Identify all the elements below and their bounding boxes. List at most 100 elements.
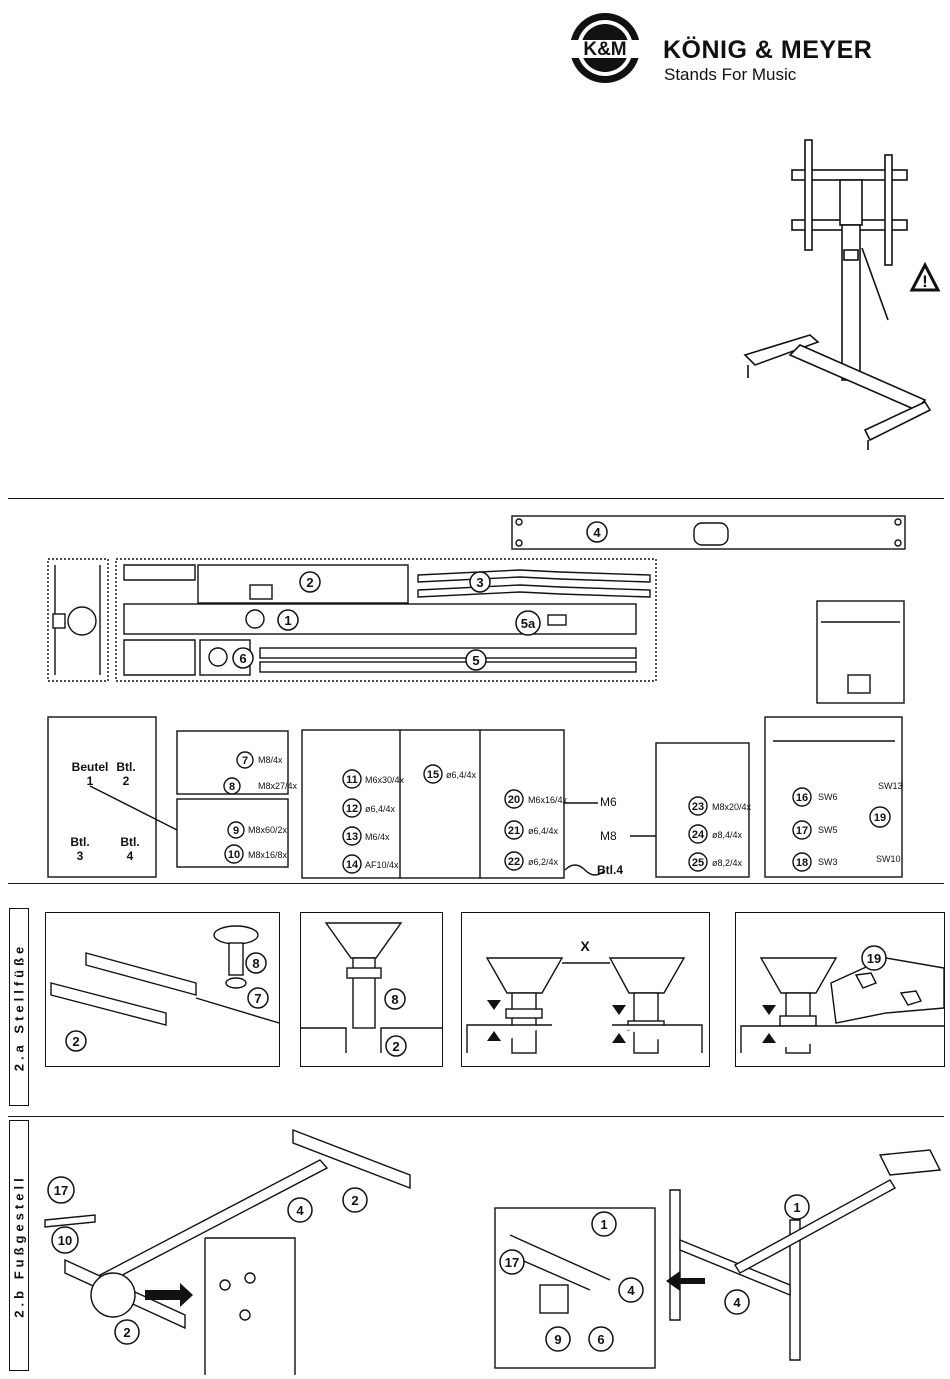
svg-text:2: 2 [306,575,313,590]
svg-text:7: 7 [242,755,248,767]
callout-12: 12 [342,798,362,818]
callout-1: 1 [277,609,299,631]
callout-11: 11 [342,769,362,789]
callout-2a-8b: 8 [391,992,398,1007]
svg-text:18: 18 [796,857,808,869]
distance-x-label: X [580,938,590,954]
callout-7: 7 [236,751,254,769]
svg-text:5: 5 [472,653,479,668]
bag-btl4-number: 4 [127,849,134,863]
callout-2b-1b: 1 [600,1217,607,1232]
svg-text:19: 19 [874,812,886,824]
callout-9: 9 [227,821,245,839]
svg-text:3: 3 [476,575,483,590]
callout-5a: 5a [515,610,541,636]
spec-12: ø6,4/4x [365,804,396,814]
callout-10: 10 [224,844,244,864]
svg-text:11: 11 [346,774,358,786]
svg-text:23: 23 [692,801,704,813]
spec-15: ø6,4/4x [446,770,477,780]
callout-2a-7: 7 [254,991,261,1006]
callout-8: 8 [223,777,241,795]
spec-9: M8x60/2x [248,825,288,835]
callout-13: 13 [342,826,362,846]
svg-text:20: 20 [508,794,520,806]
parts-overview: Beutel 1 Btl. 2 Btl. 3 Btl. 4 Btl.4 M6 M… [47,515,906,879]
bag-btl4-label: Btl. [120,835,139,849]
spec-7: M8/4x [258,755,283,765]
svg-text:12: 12 [346,803,358,815]
callout-25: 25 [688,852,708,872]
brand-name: KÖNIG & MEYER [663,36,873,64]
step-2b-1: 17 10 4 2 2 [44,1128,411,1375]
spec-11: M6x30/4x [365,775,405,785]
svg-text:17: 17 [796,825,808,837]
spec-24: ø8,4/4x [712,830,743,840]
step-2a-1: 2 8 7 [45,912,280,1067]
svg-text:13: 13 [346,831,358,843]
bag-beutel1-number: 1 [87,774,94,788]
callout-2b-4: 4 [296,1203,304,1218]
callout-2b-2a: 2 [351,1193,358,1208]
callout-21: 21 [504,820,524,840]
svg-text:8: 8 [229,781,235,793]
callout-2a-2: 2 [72,1034,79,1049]
callout-2b-2b: 2 [123,1325,130,1340]
callout-23: 23 [688,796,708,816]
callout-6: 6 [232,647,254,669]
callout-2b-10: 10 [58,1233,72,1248]
spec-sw3: SW3 [818,857,838,867]
svg-text:14: 14 [346,859,359,871]
callout-2b-9: 9 [554,1332,561,1347]
callout-5: 5 [465,649,487,671]
spec-25: ø8,2/4x [712,858,743,868]
callout-2a-2b: 2 [392,1039,399,1054]
callout-3: 3 [469,571,491,593]
spec-23: M8x20/4x [712,802,752,812]
bag-btl3-number: 3 [77,849,84,863]
bag-btl2-number: 2 [123,774,130,788]
thread-m6-label: M6 [600,795,617,809]
product-illustration: ! [743,139,941,450]
callout-22: 22 [504,851,524,871]
step-2a-3: X [461,912,710,1067]
spec-13: M6/4x [365,832,390,842]
callout-2b-6: 6 [597,1332,604,1347]
spec-21: ø6,4/4x [528,826,559,836]
callout-16: 16 [792,787,812,807]
callout-4: 4 [586,521,608,543]
callout-19: 19 [869,806,891,828]
logo-text: K&M [583,39,626,60]
spec-sw5: SW5 [818,825,838,835]
callout-17: 17 [792,820,812,840]
spec-sw10: SW10 [876,854,901,864]
svg-text:10: 10 [228,849,240,861]
callout-2b-17b: 17 [505,1255,519,1270]
step-2a-4: 19 [735,912,945,1067]
part-callouts: 4 2 3 1 5a 6 5 7 8 9 10 11 12 13 14 15 2… [223,521,891,874]
svg-text:24: 24 [692,829,705,841]
spec-sw13: SW13 [878,781,903,791]
svg-text:16: 16 [796,792,808,804]
svg-text:22: 22 [508,856,520,868]
callout-15: 15 [423,764,443,784]
spec-14: AF10/4x [365,860,399,870]
step-2b-2: 1 4 1 17 4 9 6 [494,1149,942,1369]
spec-10: M8x16/8x [248,850,288,860]
section-label-2a: 2.a Stellfüße [9,908,29,1106]
svg-text:25: 25 [692,857,704,869]
callout-24: 24 [688,824,708,844]
callout-2b-17: 17 [54,1183,68,1198]
spec-8: M8x27/4x [258,781,298,791]
svg-text:!: ! [922,272,928,291]
section-label-2b: 2.b Fußgestell [9,1120,29,1371]
callout-2a-19: 19 [867,951,881,966]
km-logo-icon: K&M [562,13,648,83]
bag-btl3-label: Btl. [70,835,89,849]
svg-text:9: 9 [233,825,239,837]
brand-tagline: Stands For Music [664,65,797,84]
callout-2a-8: 8 [252,956,259,971]
spec-sw6: SW6 [818,792,838,802]
callout-2: 2 [299,571,321,593]
callout-20: 20 [504,789,524,809]
